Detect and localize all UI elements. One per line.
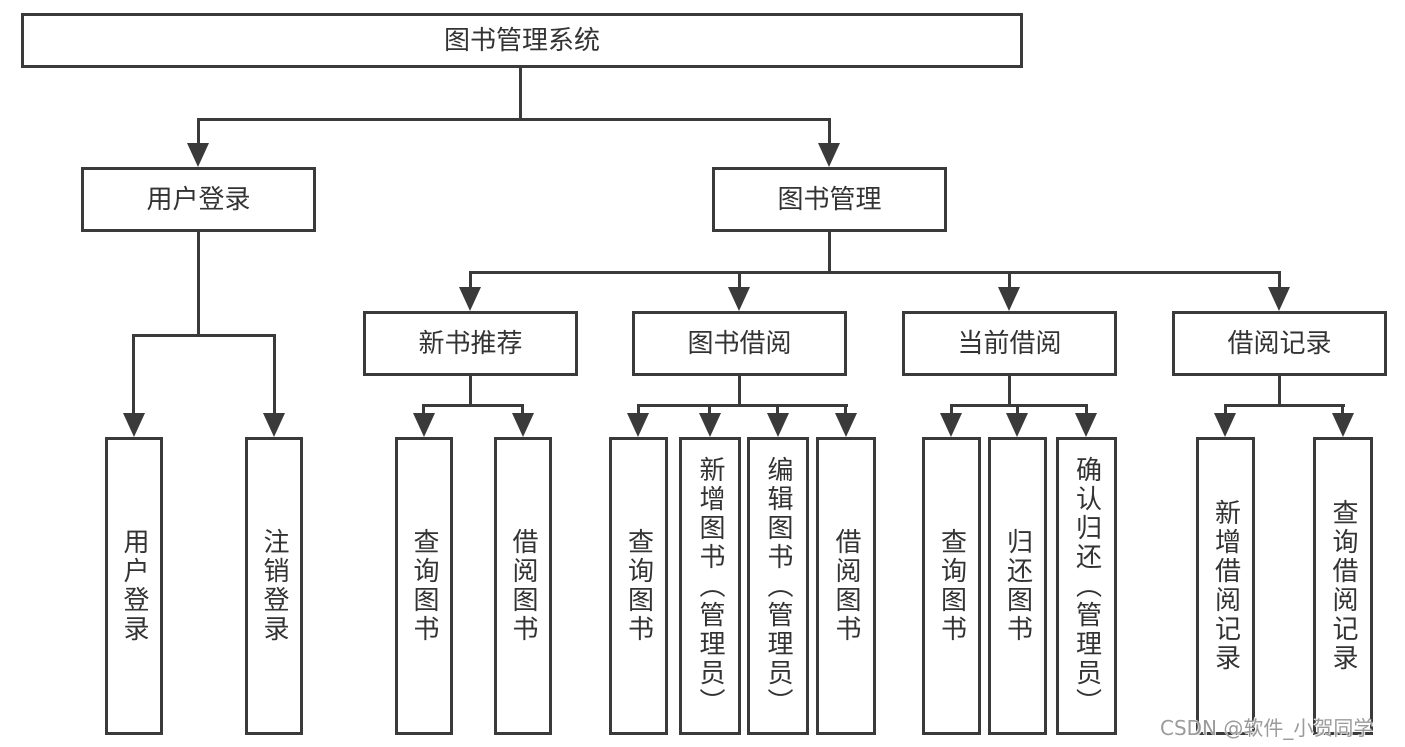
node-book-management-label: 图书管理: [777, 184, 882, 215]
arrow-down-icon: [187, 143, 209, 167]
arrow-down-icon: [818, 143, 840, 167]
connector-line: [776, 407, 779, 415]
leaf-logout-login: 注销登录: [245, 437, 303, 735]
connector-line: [1278, 374, 1281, 407]
connector-line: [1224, 404, 1345, 407]
connector-line: [844, 407, 847, 415]
leaf-confirm-return-admin: 确认归还（管理员）: [1056, 437, 1117, 735]
connector-line: [1085, 407, 1088, 415]
arrow-down-icon: [835, 413, 857, 437]
connector-line: [132, 337, 135, 415]
node-current-borrowing: 当前借阅: [902, 311, 1117, 376]
connector-line: [1016, 407, 1019, 415]
node-user-login-label: 用户登录: [146, 184, 251, 215]
leaf-add-books-admin: 新增图书（管理员）: [679, 437, 741, 735]
connector-line: [1224, 407, 1227, 415]
leaf-query-books-recommend-label: 查询图书: [409, 528, 439, 644]
leaf-edit-books-admin-label: 编辑图书（管理员）: [763, 455, 793, 717]
leaf-query-borrow-record: 查询借阅记录: [1313, 437, 1373, 735]
arrow-down-icon: [459, 287, 481, 311]
connector-line: [521, 407, 524, 415]
leaf-borrow-books-recommend: 借阅图书: [494, 437, 552, 735]
leaf-return-books-label: 归还图书: [1002, 528, 1033, 644]
arrow-down-icon: [627, 413, 649, 437]
node-book-management: 图书管理: [712, 167, 947, 232]
connector-line: [828, 230, 831, 274]
arrow-down-icon: [1268, 287, 1290, 311]
arrow-down-icon: [413, 413, 435, 437]
connector-line: [708, 407, 711, 415]
connector-line: [197, 230, 200, 337]
arrow-down-icon: [1214, 413, 1236, 437]
arrow-down-icon: [1332, 413, 1354, 437]
connector-line: [637, 404, 848, 407]
leaf-add-borrow-record: 新增借阅记录: [1196, 437, 1255, 735]
arrow-down-icon: [1075, 413, 1097, 437]
leaf-query-books-recommend: 查询图书: [395, 437, 453, 735]
connector-line: [950, 404, 1088, 407]
node-current-borrowing-label: 当前借阅: [957, 328, 1062, 359]
connector-line: [273, 337, 276, 415]
node-user-login: 用户登录: [81, 167, 316, 232]
connector-line: [738, 274, 741, 289]
leaf-query-books-borrowing: 查询图书: [609, 437, 668, 735]
connector-line: [469, 374, 472, 407]
node-book-borrowing: 图书借阅: [632, 311, 847, 376]
node-root-label: 图书管理系统: [443, 25, 600, 56]
arrow-down-icon: [940, 413, 962, 437]
arrow-down-icon: [767, 413, 789, 437]
leaf-add-books-admin-label: 新增图书（管理员）: [695, 455, 725, 717]
arrow-down-icon: [123, 413, 145, 437]
leaf-return-books: 归还图书: [988, 437, 1047, 735]
connector-line: [422, 407, 425, 415]
leaf-edit-books-admin: 编辑图书（管理员）: [747, 437, 809, 735]
leaf-add-borrow-record-label: 新增借阅记录: [1210, 499, 1241, 673]
leaf-query-books-current-label: 查询图书: [936, 528, 967, 644]
leaf-user-login: 用户登录: [105, 437, 163, 735]
node-new-book-recommend-label: 新书推荐: [418, 328, 523, 359]
node-root: 图书管理系统: [21, 13, 1023, 68]
arrow-down-icon: [263, 413, 285, 437]
arrow-down-icon: [998, 287, 1020, 311]
node-book-borrowing-label: 图书借阅: [687, 328, 792, 359]
connector-line: [950, 407, 953, 415]
arrow-down-icon: [728, 287, 750, 311]
connector-line: [637, 407, 640, 415]
connector-line: [422, 404, 524, 407]
leaf-query-borrow-record-label: 查询借阅记录: [1328, 499, 1358, 673]
connector-line: [132, 334, 276, 337]
leaf-borrow-books-borrowing: 借阅图书: [816, 437, 876, 735]
node-new-book-recommend: 新书推荐: [363, 311, 578, 376]
connector-line: [1278, 274, 1281, 289]
leaf-confirm-return-admin-label: 确认归还（管理员）: [1071, 455, 1102, 717]
leaf-logout-login-label: 注销登录: [259, 528, 289, 644]
connector-line: [1341, 407, 1344, 415]
arrow-down-icon: [1006, 413, 1028, 437]
connector-line: [197, 118, 831, 121]
leaf-query-books-current: 查询图书: [922, 437, 981, 735]
connector-line: [197, 121, 200, 145]
connector-line: [1008, 374, 1011, 407]
csdn-watermark: CSDN @软件_小贺同学: [1160, 716, 1374, 740]
node-borrowing-records-label: 借阅记录: [1227, 328, 1332, 359]
connector-line: [519, 66, 522, 121]
connector-line: [738, 374, 741, 407]
arrow-down-icon: [699, 413, 721, 437]
arrow-down-icon: [512, 413, 534, 437]
leaf-user-login-label: 用户登录: [119, 528, 149, 644]
leaf-query-books-borrowing-label: 查询图书: [623, 528, 654, 644]
leaf-borrow-books-borrowing-label: 借阅图书: [831, 528, 861, 644]
connector-line: [1008, 274, 1011, 289]
leaf-borrow-books-recommend-label: 借阅图书: [508, 528, 538, 644]
connector-line: [469, 274, 472, 289]
node-borrowing-records: 借阅记录: [1172, 311, 1387, 376]
connector-line: [469, 271, 1281, 274]
connector-line: [828, 121, 831, 145]
